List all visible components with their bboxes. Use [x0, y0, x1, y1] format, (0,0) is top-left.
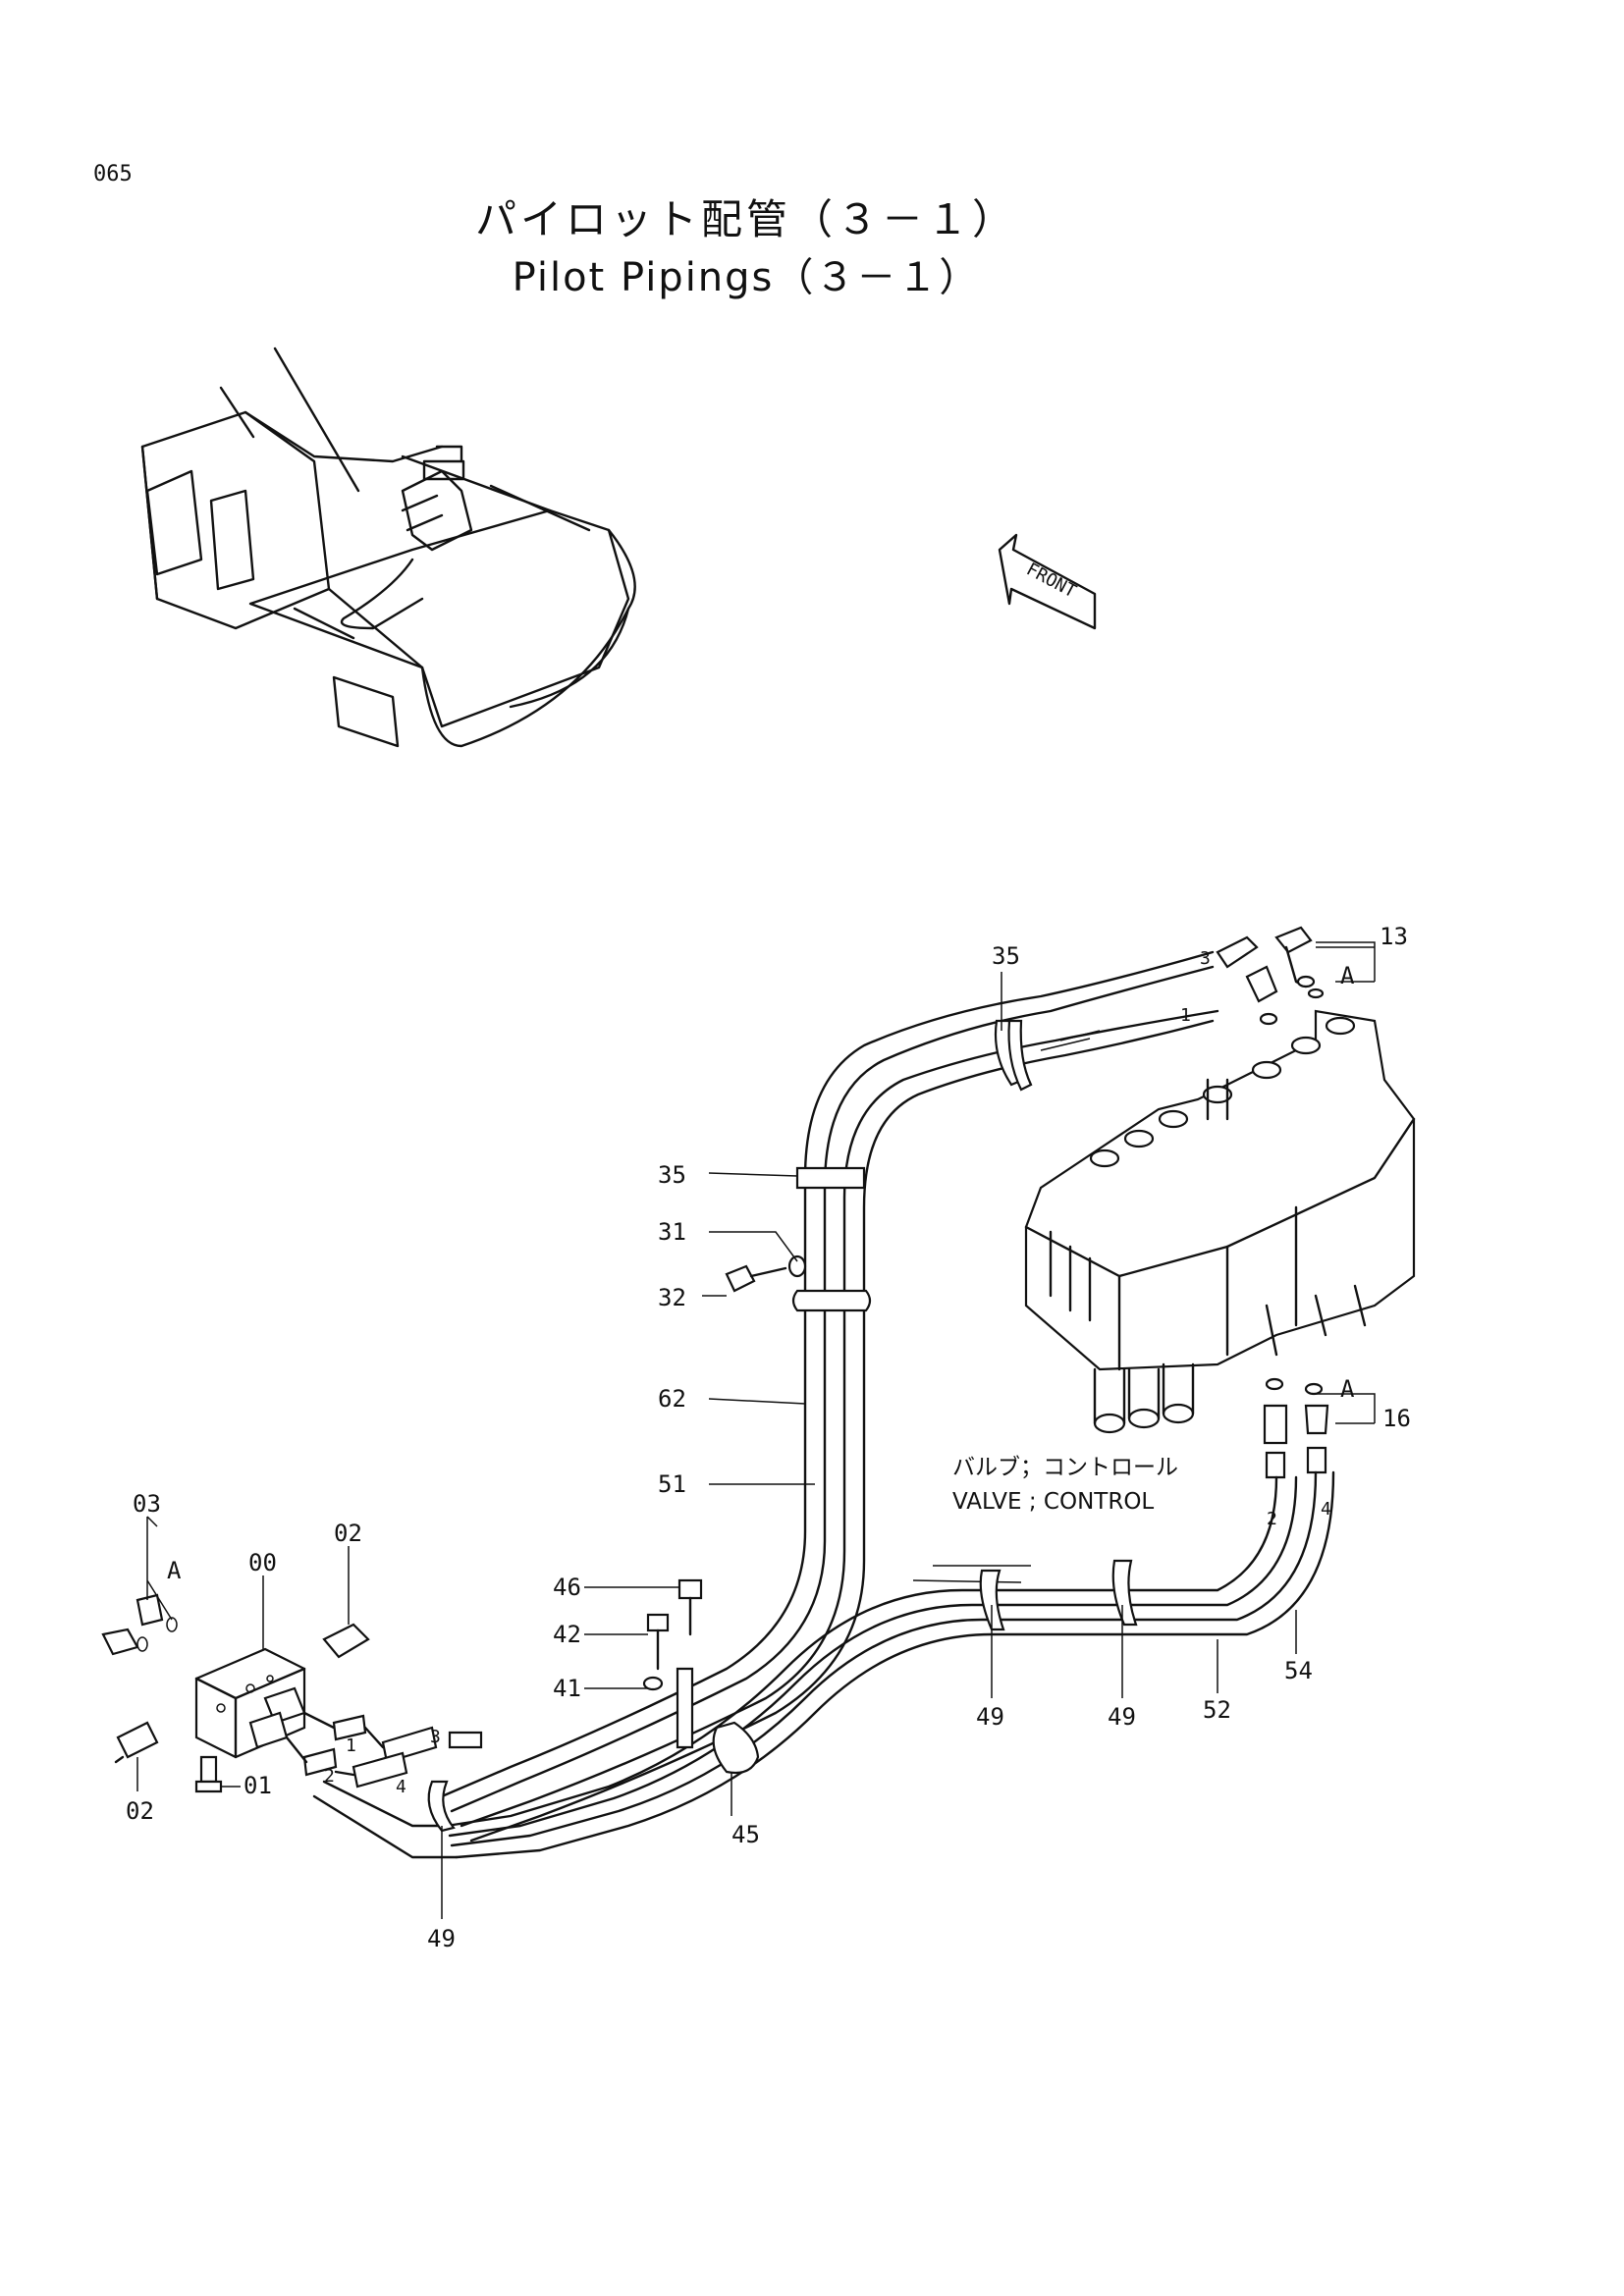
callout-00: 00 [248, 1549, 277, 1576]
callout-49-middle: 49 [976, 1703, 1004, 1731]
callout-35-top: 35 [992, 942, 1020, 970]
callout-13: 13 [1380, 923, 1408, 950]
hose-end-marks: 3 1 1 2 3 4 2 4 [324, 948, 1331, 1797]
callout-45: 45 [731, 1821, 760, 1848]
hose-mark-2-left: 2 [324, 1766, 335, 1787]
callout-16: 16 [1382, 1405, 1411, 1432]
hose-bundle [312, 950, 1335, 1859]
callout-a-left: A [167, 1557, 182, 1584]
callout-62: 62 [658, 1385, 686, 1413]
leader-lines [136, 941, 1376, 1919]
upper-fittings [1216, 926, 1329, 1479]
title-japanese: パイロット配管（３－１） [474, 195, 1017, 243]
callout-49-left: 49 [427, 1925, 456, 1952]
valve-label-japanese: バルブ；コントロール [952, 1455, 1178, 1480]
callout-a-lower: A [1340, 1375, 1355, 1403]
callout-a-upper: A [1340, 962, 1355, 989]
callout-46: 46 [553, 1574, 581, 1601]
callout-02-top: 02 [334, 1520, 362, 1547]
hose-mark-1-top: 1 [1180, 1005, 1191, 1026]
pilot-block-assembly [101, 1593, 438, 1793]
bolts [642, 1264, 787, 1691]
callout-51: 51 [658, 1470, 686, 1498]
clamps [427, 1019, 1138, 1833]
title-english: Pilot Pipings（３－１） [512, 255, 981, 300]
hose-mark-2-valve: 2 [1267, 1509, 1277, 1529]
hose-mark-4-valve: 4 [1321, 1499, 1331, 1520]
callout-32: 32 [658, 1284, 686, 1311]
hose-mark-3-left: 3 [430, 1727, 441, 1747]
callout-35: 35 [658, 1161, 686, 1189]
hose-mark-3-top: 3 [1200, 948, 1211, 969]
excavator-overview-illustration [140, 347, 636, 748]
callout-labels: 35 35 31 32 62 51 46 42 41 45 49 49 49 5… [126, 923, 1411, 1952]
control-valve [1024, 1009, 1416, 1434]
callout-52: 52 [1203, 1696, 1231, 1724]
valve-label-english: VALVE ; CONTROL [952, 1489, 1154, 1515]
front-label: FRONT [1023, 559, 1080, 602]
page-number: 065 [93, 162, 133, 187]
callout-01: 01 [244, 1772, 272, 1799]
hose-mark-1-left: 1 [346, 1735, 356, 1756]
callout-49-right: 49 [1108, 1703, 1136, 1731]
callout-54: 54 [1284, 1657, 1313, 1684]
hose-mark-4-left: 4 [396, 1777, 406, 1797]
callout-02-bottom: 02 [126, 1797, 154, 1825]
callout-03: 03 [133, 1490, 161, 1518]
callout-31: 31 [658, 1218, 686, 1246]
callout-41: 41 [553, 1675, 581, 1702]
front-direction-arrow: FRONT [998, 533, 1097, 630]
callout-42: 42 [553, 1621, 581, 1648]
